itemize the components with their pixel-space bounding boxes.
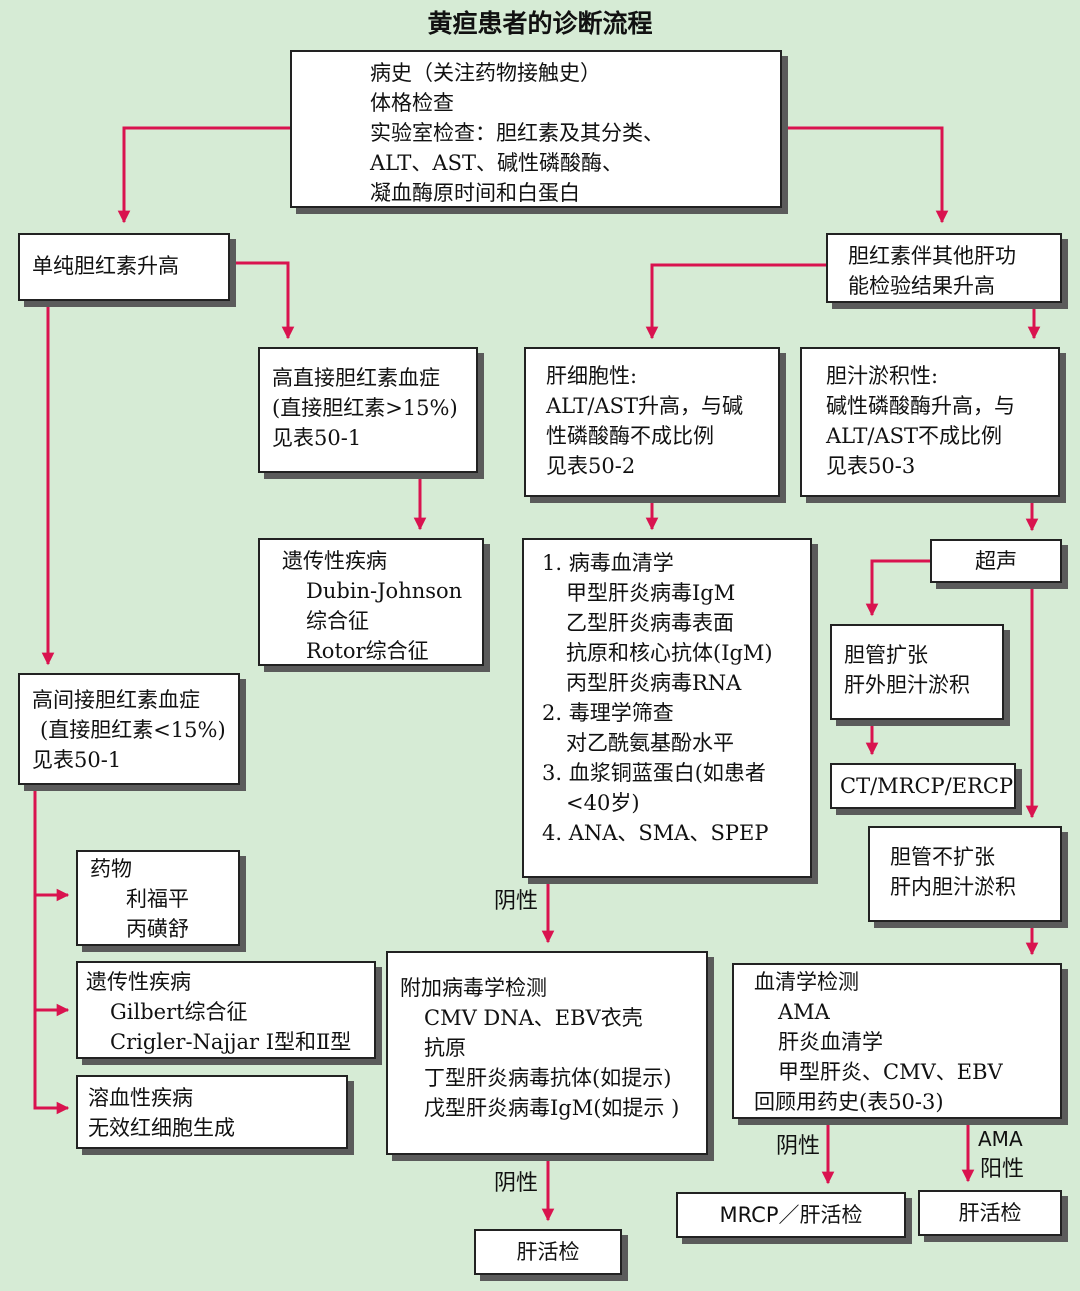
extra-viral-line: 抗原 — [424, 1036, 466, 1060]
isolated-line: 单纯胆红素升高 — [32, 254, 179, 278]
hereditary-indirect-line: Crigler-Najjar Ⅰ型和Ⅱ型 — [110, 1030, 352, 1054]
hereditary-direct-line: 综合征 — [306, 609, 369, 633]
drugs-line: 利福平 — [126, 887, 189, 911]
extra-viral-line: 丁型肝炎病毒抗体(如提示) — [424, 1066, 672, 1090]
hepatocellular-box: 肝细胞性: ALT/AST升高，与碱性磷酸酶不成比例见表50-2 — [524, 347, 780, 497]
hereditary-indirect-line: Gilbert综合征 — [110, 1000, 248, 1024]
serology-line: 抗原和核心抗体(IgM) — [566, 641, 773, 665]
other-lft-line: 能检验结果升高 — [848, 274, 995, 298]
hepatocellular-line: 性磷酸酶不成比例 — [546, 424, 714, 448]
serology-line: 2. 毒理学筛查 — [542, 701, 674, 725]
diagram-title: 黄疸患者的诊断流程 — [427, 9, 653, 38]
ultrasound-line: 超声 — [975, 549, 1017, 573]
hemolytic-line: 无效红细胞生成 — [88, 1116, 235, 1140]
serology-line: 1. 病毒血清学 — [542, 551, 674, 575]
hemolytic-line: 溶血性疾病 — [88, 1086, 193, 1110]
start-line: 凝血酶原时间和白蛋白 — [370, 181, 580, 205]
indirect-hyperbilirubinemia-box: 高间接胆红素血症 (直接胆红素<15%) 见表50-1 — [18, 673, 240, 785]
serology-line: 4. ANA、SMA、SPEP — [542, 821, 769, 845]
negative-label-3: 阴性 — [776, 1134, 821, 1159]
start-line: 实验室检查：胆红素及其分类、 — [370, 121, 664, 145]
viral-serology-box: 1. 病毒血清学甲型肝炎病毒IgM 乙型肝炎病毒表面抗原和核心抗体(IgM) 丙型肝… — [522, 538, 812, 878]
indirect-hyper-line: 见表50-1 — [32, 748, 122, 772]
ultrasound-box: 超声 — [930, 539, 1062, 583]
flow-arrow — [865, 559, 930, 617]
hereditary-direct-line: Dubin-Johnson — [306, 579, 463, 603]
history-exam-labs-box: 病史（关注药物接触史） 体格检查实验室检查：胆红素及其分类、 ALT、AST、碱性磷… — [290, 50, 782, 208]
hepatocellular-line: ALT/AST升高，与碱 — [546, 394, 744, 418]
direct-hyper-line: (直接胆红素>15%) — [272, 396, 458, 420]
mrcp-biopsy-line: MRCP／肝活检 — [719, 1203, 863, 1227]
additional-viral-tests-box: 附加病毒学检测 CMV DNA、EBV衣壳抗原丁型肝炎病毒抗体(如提示) 戊型肝炎病… — [386, 951, 708, 1155]
indirect-hyper-line: (直接胆红素<15%) — [40, 718, 226, 742]
direct-hyperbilirubinemia-box: 高直接胆红素血症 (直接胆红素>15%) 见表50-1 — [258, 347, 478, 473]
drugs-box: 药物利福平丙磺舒 — [76, 850, 240, 946]
serology-line: 3. 血浆铜蓝蛋白(如患者 — [542, 761, 766, 785]
flow-arrow — [117, 126, 290, 224]
hepatocellular-line: 肝细胞性: — [546, 364, 638, 388]
isolated-bilirubin-box: 单纯胆红素升高 — [18, 233, 230, 301]
drugs-line: 药物 — [90, 857, 132, 881]
flow-arrow — [230, 261, 295, 340]
negative-label-2: 阴性 — [494, 1171, 539, 1196]
bile-duct-dilated-box: 胆管扩张肝外胆汁淤积 — [830, 624, 1004, 720]
serology2-line: AMA — [778, 1000, 830, 1024]
biopsy-left-line: 肝活检 — [516, 1240, 580, 1264]
direct-hyper-line: 见表50-1 — [272, 426, 362, 450]
serology2-line: 血清学检测 — [754, 970, 859, 994]
cholestatic-box: 胆汁淤积性: 碱性磷酸酶升高，与 ALT/AST不成比例见表50-3 — [800, 347, 1060, 497]
cholestatic-line: 碱性磷酸酶升高，与 — [826, 394, 1015, 418]
ama-label: AMA — [978, 1127, 1023, 1151]
negative-label-1: 阴性 — [494, 889, 539, 914]
flow-arrow — [645, 263, 826, 340]
hereditary-direct-line: 遗传性疾病 — [282, 549, 387, 573]
dilated-line: 肝外胆汁淤积 — [844, 673, 970, 697]
cholestatic-line: 见表50-3 — [826, 454, 916, 478]
direct-hyper-line: 高直接胆红素血症 — [272, 366, 440, 390]
serology2-line: 回顾用药史(表50-3) — [754, 1090, 944, 1114]
other-lft-line: 胆红素伴其他肝功 — [848, 244, 1016, 268]
hereditary-indirect-line: 遗传性疾病 — [86, 970, 191, 994]
bilirubin-with-other-lft-box: 胆红素伴其他肝功能检验结果升高 — [826, 233, 1062, 303]
hereditary-direct-line: Rotor综合征 — [306, 639, 429, 663]
start-line: ALT、AST、碱性磷酸酶、 — [370, 151, 623, 175]
ct-line: CT/MRCP/ERCP — [840, 774, 1014, 798]
mrcp-liver-biopsy-box: MRCP／肝活检 — [676, 1192, 906, 1238]
serology-line: 丙型肝炎病毒RNA — [566, 671, 742, 695]
serology-drug-history-box: 血清学检测 AMA 肝炎血清学甲型肝炎、CMV、EBV 回顾用药史(表50-3) — [732, 963, 1062, 1119]
cholestatic-line: ALT/AST不成比例 — [826, 424, 1003, 448]
flow-arrow — [782, 126, 949, 224]
indirect-hyper-line: 高间接胆红素血症 — [32, 688, 200, 712]
biopsy-right-line: 肝活检 — [958, 1201, 1022, 1225]
hereditary-indirect-box: 遗传性疾病 Gilbert综合征 Crigler-Najjar Ⅰ型和Ⅱ型 — [76, 961, 376, 1059]
serology-line: 乙型肝炎病毒表面 — [566, 611, 734, 635]
serology-line: <40岁) — [566, 791, 640, 815]
not-dilated-line: 肝内胆汁淤积 — [890, 875, 1016, 899]
extra-viral-line: 戊型肝炎病毒IgM(如提示 ) — [424, 1096, 680, 1120]
hemolytic-box: 溶血性疾病无效红细胞生成 — [76, 1075, 348, 1149]
serology2-line: 甲型肝炎、CMV、EBV — [778, 1060, 1003, 1084]
cholestatic-line: 胆汁淤积性: — [826, 364, 939, 388]
serology-line: 对乙酰氨基酚水平 — [566, 731, 734, 755]
positive-label: 阳性 — [980, 1157, 1025, 1182]
extra-viral-line: CMV DNA、EBV衣壳 — [424, 1006, 643, 1030]
ct-mrcp-ercp-box: CT/MRCP/ERCP — [830, 763, 1016, 809]
flow-arrow — [33, 785, 70, 1115]
hepatocellular-line: 见表50-2 — [546, 454, 636, 478]
dilated-line: 胆管扩张 — [844, 643, 928, 667]
drugs-line: 丙磺舒 — [126, 917, 189, 941]
not-dilated-line: 胆管不扩张 — [890, 845, 995, 869]
extra-viral-line: 附加病毒学检测 — [400, 976, 547, 1000]
liver-biopsy-right-box: 肝活检 — [918, 1190, 1062, 1236]
start-line: 体格检查 — [370, 91, 454, 115]
bile-duct-not-dilated-box: 胆管不扩张肝内胆汁淤积 — [868, 826, 1062, 922]
liver-biopsy-left-box: 肝活检 — [474, 1229, 622, 1275]
hereditary-direct-box: 遗传性疾病 Dubin-Johnson 综合征 Rotor综合征 — [258, 538, 484, 666]
serology-line: 甲型肝炎病毒IgM — [566, 581, 736, 605]
start-line: 病史（关注药物接触史） — [370, 61, 601, 85]
serology2-line: 肝炎血清学 — [778, 1030, 883, 1054]
